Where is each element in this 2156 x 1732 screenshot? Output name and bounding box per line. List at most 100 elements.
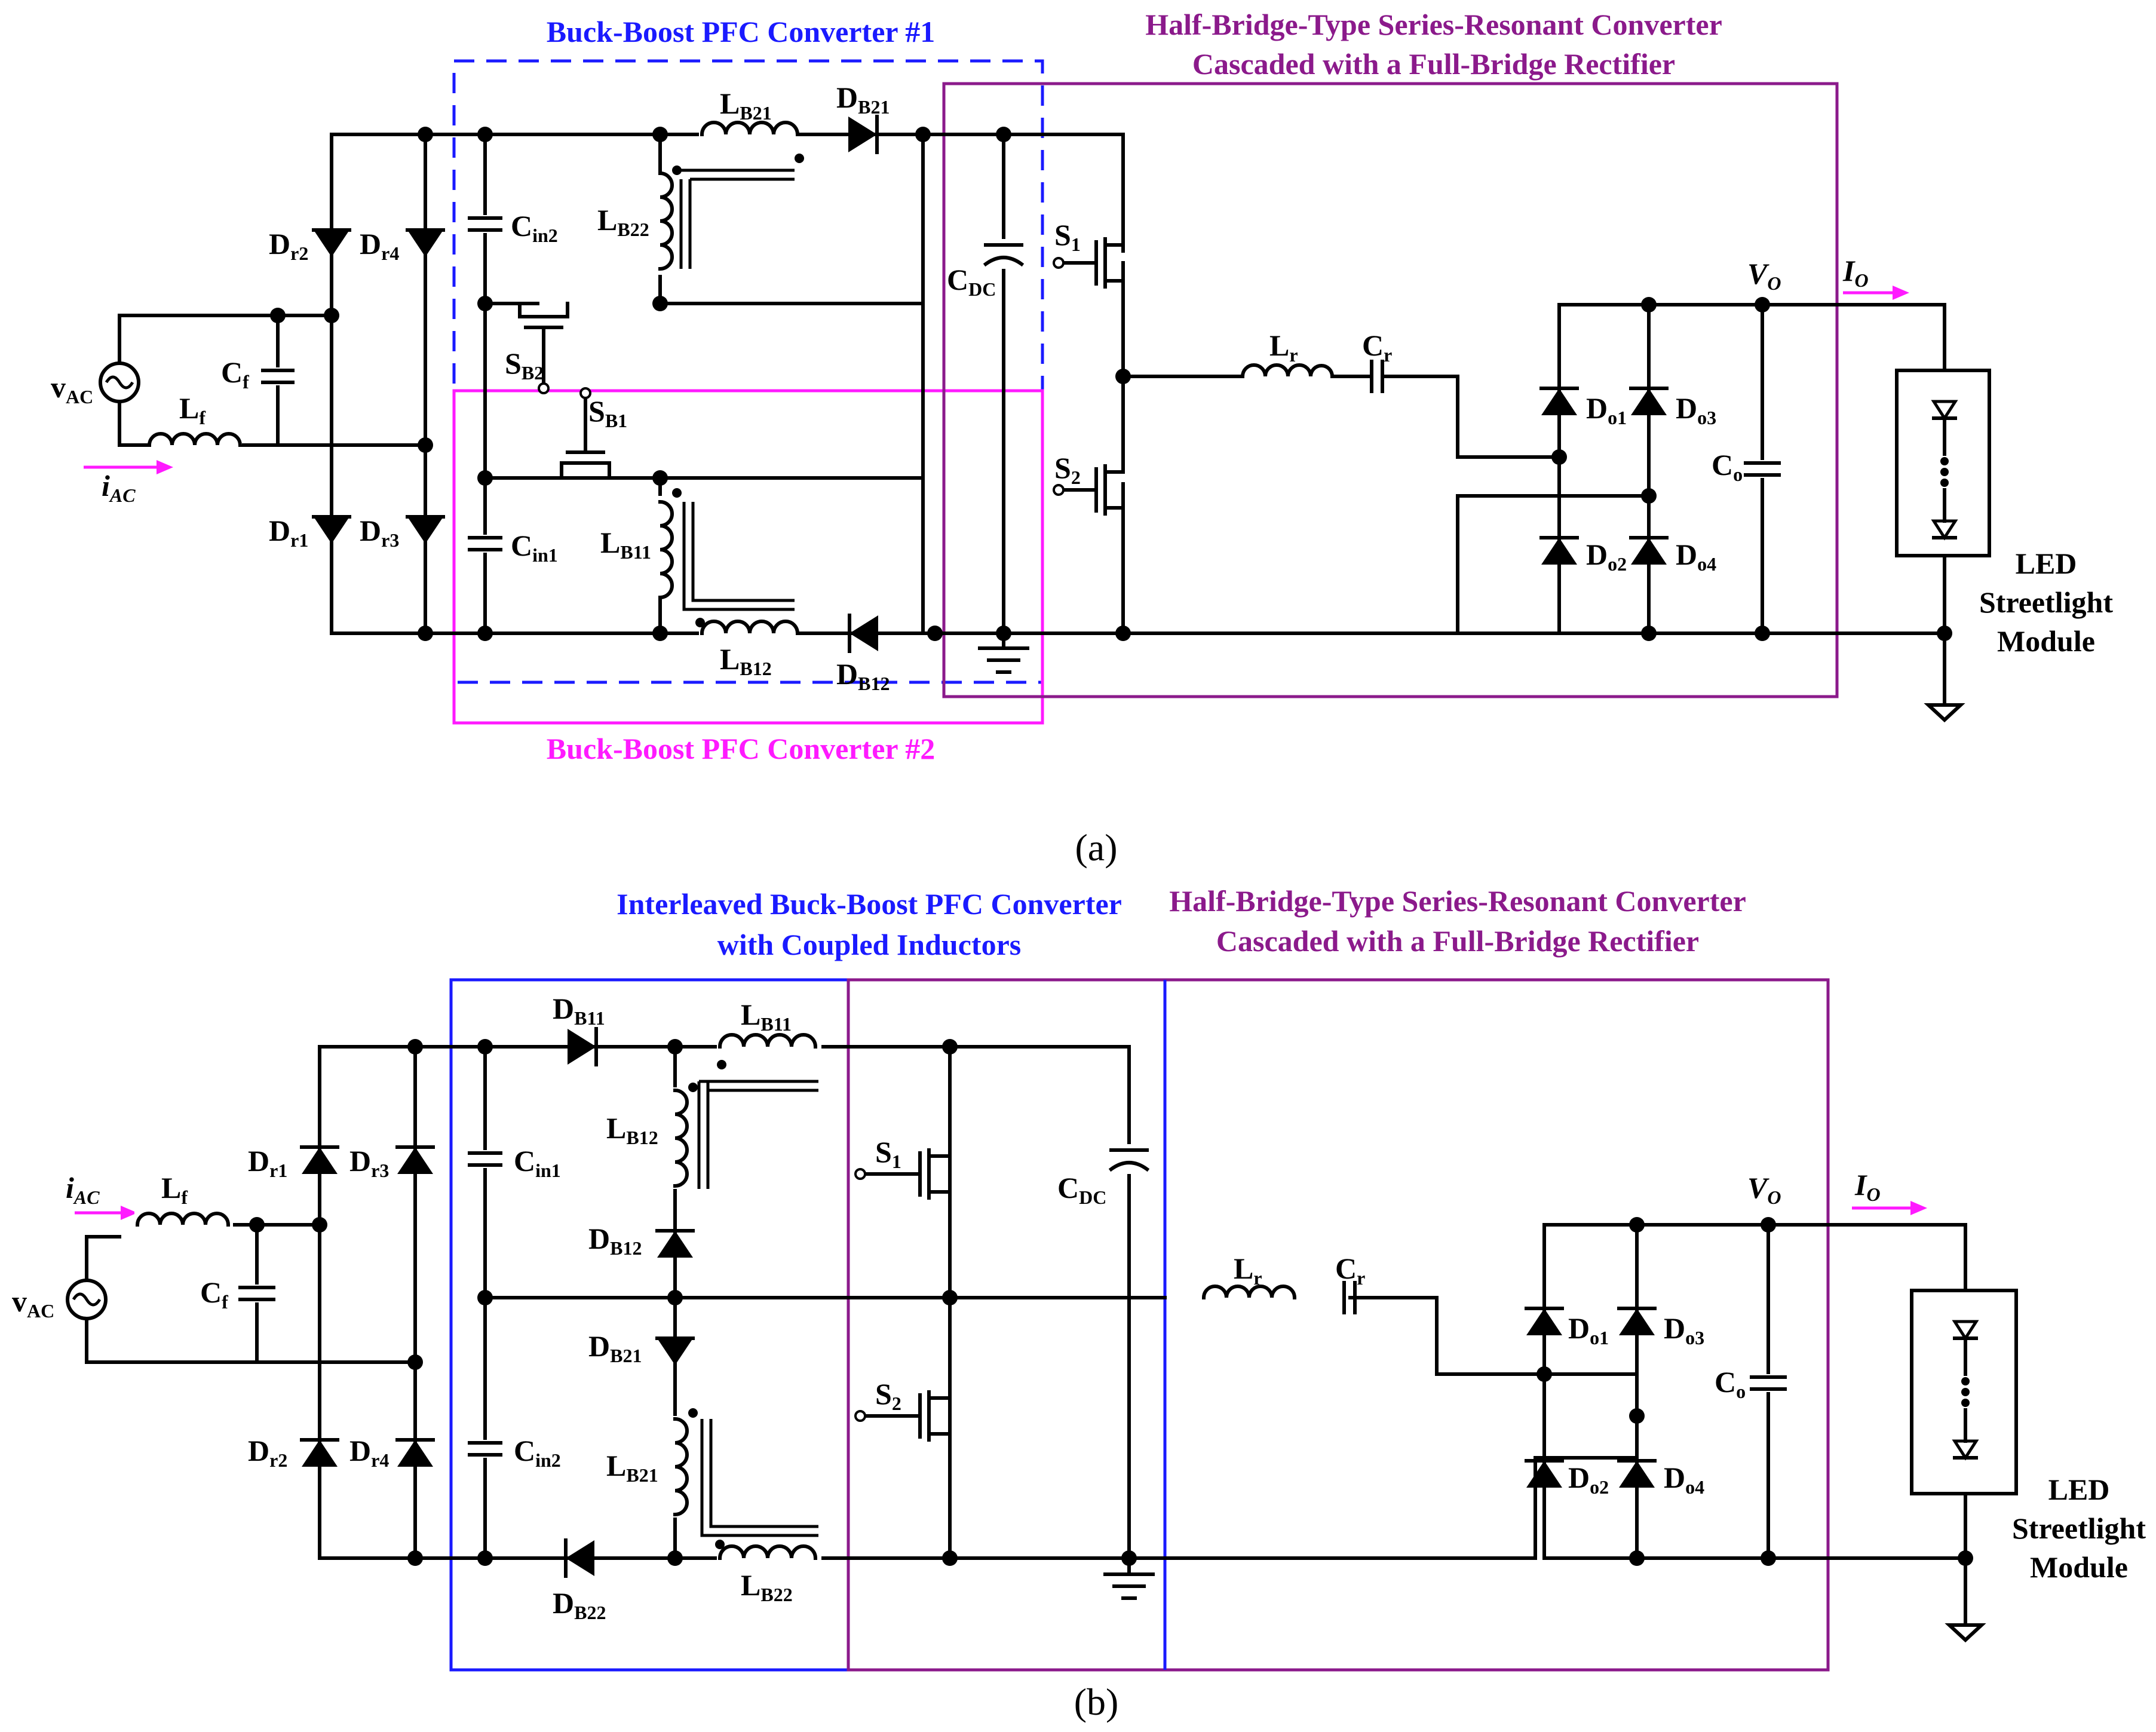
label-cin1: Cin1 bbox=[511, 529, 558, 566]
led-label-line2: Streetlight bbox=[1979, 585, 2113, 619]
label-dr2: Dr2 bbox=[248, 1434, 287, 1471]
pfc-title-line1: Interleaved Buck-Boost PFC Converter bbox=[617, 887, 1122, 921]
label-do2: Do2 bbox=[1568, 1461, 1609, 1498]
capacitor-cin2 bbox=[468, 1441, 502, 1457]
diode-dr2 bbox=[300, 1438, 339, 1467]
switch-s1 bbox=[854, 1148, 952, 1200]
label-vo: VO bbox=[1747, 1171, 1781, 1208]
caption-b: (b) bbox=[1074, 1681, 1119, 1723]
label-s2: S2 bbox=[875, 1377, 901, 1414]
capacitor-cin1 bbox=[468, 1151, 502, 1167]
label-db12: DB12 bbox=[588, 1222, 642, 1259]
label-io: IO bbox=[1842, 254, 1869, 291]
hb-box bbox=[942, 82, 1839, 698]
caption-a: (a) bbox=[1075, 826, 1117, 869]
diode-do4 bbox=[1629, 536, 1669, 565]
label-do4: Do4 bbox=[1676, 538, 1716, 575]
label-cf: Cf bbox=[200, 1276, 228, 1313]
inductor-lb11 bbox=[658, 499, 674, 600]
label-s2: S2 bbox=[1054, 451, 1081, 488]
inductor-lb11 bbox=[717, 1033, 818, 1049]
label-lr: Lr bbox=[1269, 329, 1298, 366]
label-co: Co bbox=[1712, 448, 1743, 485]
label-cf: Cf bbox=[221, 355, 249, 393]
diode-dr3 bbox=[395, 1145, 435, 1174]
switch-sb1 bbox=[560, 387, 611, 480]
label-lb21: LB21 bbox=[606, 1449, 658, 1486]
label-vac: vAC bbox=[51, 370, 93, 407]
inductor-lb21 bbox=[700, 121, 800, 137]
inductor-lb12 bbox=[700, 620, 800, 636]
label-dr4: Dr4 bbox=[349, 1434, 389, 1471]
inductor-lf bbox=[147, 432, 243, 447]
capacitor-co bbox=[1750, 1375, 1787, 1391]
hb-title-line1: Half-Bridge-Type Series-Resonant Convert… bbox=[1145, 8, 1722, 41]
circuit-a: Buck-Boost PFC Converter #1 Buck-Boost P… bbox=[51, 8, 2113, 869]
hb-title-line2: Cascaded with a Full-Bridge Rectifier bbox=[1192, 47, 1675, 81]
label-io: IO bbox=[1854, 1168, 1881, 1205]
hb-title-line1: Half-Bridge-Type Series-Resonant Convert… bbox=[1169, 884, 1746, 918]
label-lb22: LB22 bbox=[597, 203, 649, 240]
label-dr2: Dr2 bbox=[269, 227, 308, 264]
label-dr1: Dr1 bbox=[269, 514, 308, 551]
capacitor-cdc bbox=[983, 243, 1025, 267]
label-cin2: Cin2 bbox=[514, 1434, 561, 1471]
diode-do4 bbox=[1617, 1459, 1657, 1488]
junction-dots bbox=[270, 127, 1952, 641]
label-lb11: LB11 bbox=[600, 526, 651, 563]
label-dr3: Dr3 bbox=[349, 1144, 389, 1181]
diode-do3 bbox=[1617, 1307, 1657, 1335]
led-label-line2: Streetlight bbox=[2012, 1512, 2146, 1545]
label-lb22: LB22 bbox=[741, 1568, 793, 1605]
wire-rails bbox=[318, 1045, 1170, 1560]
diode-dr2 bbox=[312, 228, 351, 257]
label-lr: Lr bbox=[1234, 1252, 1262, 1289]
diode-dr3 bbox=[406, 515, 445, 544]
label-do3: Do3 bbox=[1664, 1311, 1704, 1348]
diode-do2 bbox=[1525, 1459, 1564, 1488]
ground-icon bbox=[1103, 1556, 1155, 1600]
label-do2: Do2 bbox=[1586, 538, 1627, 575]
label-cr: Cr bbox=[1362, 329, 1392, 366]
label-db12: DB12 bbox=[836, 657, 890, 694]
label-lb21: LB21 bbox=[720, 87, 772, 124]
inductor-lr bbox=[1240, 363, 1335, 379]
label-dr3: Dr3 bbox=[360, 514, 399, 551]
diode-db21 bbox=[655, 1336, 695, 1365]
label-sb1: SB1 bbox=[588, 394, 627, 431]
diode-db21 bbox=[848, 115, 879, 154]
inductor-lb12 bbox=[673, 1088, 689, 1188]
diode-dr1 bbox=[300, 1145, 339, 1174]
hb-title-line2: Cascaded with a Full-Bridge Rectifier bbox=[1216, 924, 1699, 958]
switch-sb2 bbox=[518, 302, 569, 394]
ground-icon bbox=[1924, 703, 1965, 723]
label-cin2: Cin2 bbox=[511, 209, 558, 246]
label-do1: Do1 bbox=[1586, 391, 1627, 428]
label-sb2: SB2 bbox=[505, 347, 544, 384]
pfc1-box bbox=[452, 59, 1044, 684]
wire-hb-rectifier bbox=[1121, 133, 1946, 707]
label-do3: Do3 bbox=[1676, 391, 1716, 428]
label-iac: iAC bbox=[102, 469, 136, 506]
inductor-lr bbox=[1201, 1285, 1297, 1300]
capacitor-cin2 bbox=[468, 216, 502, 232]
pfc1-title: Buck-Boost PFC Converter #1 bbox=[547, 15, 935, 48]
capacitor-cr bbox=[1370, 360, 1384, 393]
label-lf: Lf bbox=[161, 1171, 188, 1208]
diode-db22 bbox=[564, 1538, 594, 1578]
diode-db11 bbox=[568, 1027, 598, 1066]
label-cin1: Cin1 bbox=[514, 1144, 561, 1181]
pfc2-title: Buck-Boost PFC Converter #2 bbox=[547, 732, 935, 765]
circuit-b: Interleaved Buck-Boost PFC Converter wit… bbox=[12, 884, 2146, 1723]
label-iac: iAC bbox=[66, 1171, 100, 1208]
capacitor-cf bbox=[261, 369, 295, 384]
led-label-line1: LED bbox=[2016, 547, 2077, 580]
capacitor-cr bbox=[1342, 1281, 1357, 1314]
label-cdc: CDC bbox=[947, 263, 996, 300]
ground-icon bbox=[1945, 1623, 1986, 1643]
label-dr4: Dr4 bbox=[360, 227, 399, 264]
label-vo: VO bbox=[1747, 257, 1781, 294]
led-label-line3: Module bbox=[2030, 1550, 2128, 1584]
diode-do1 bbox=[1525, 1307, 1564, 1335]
